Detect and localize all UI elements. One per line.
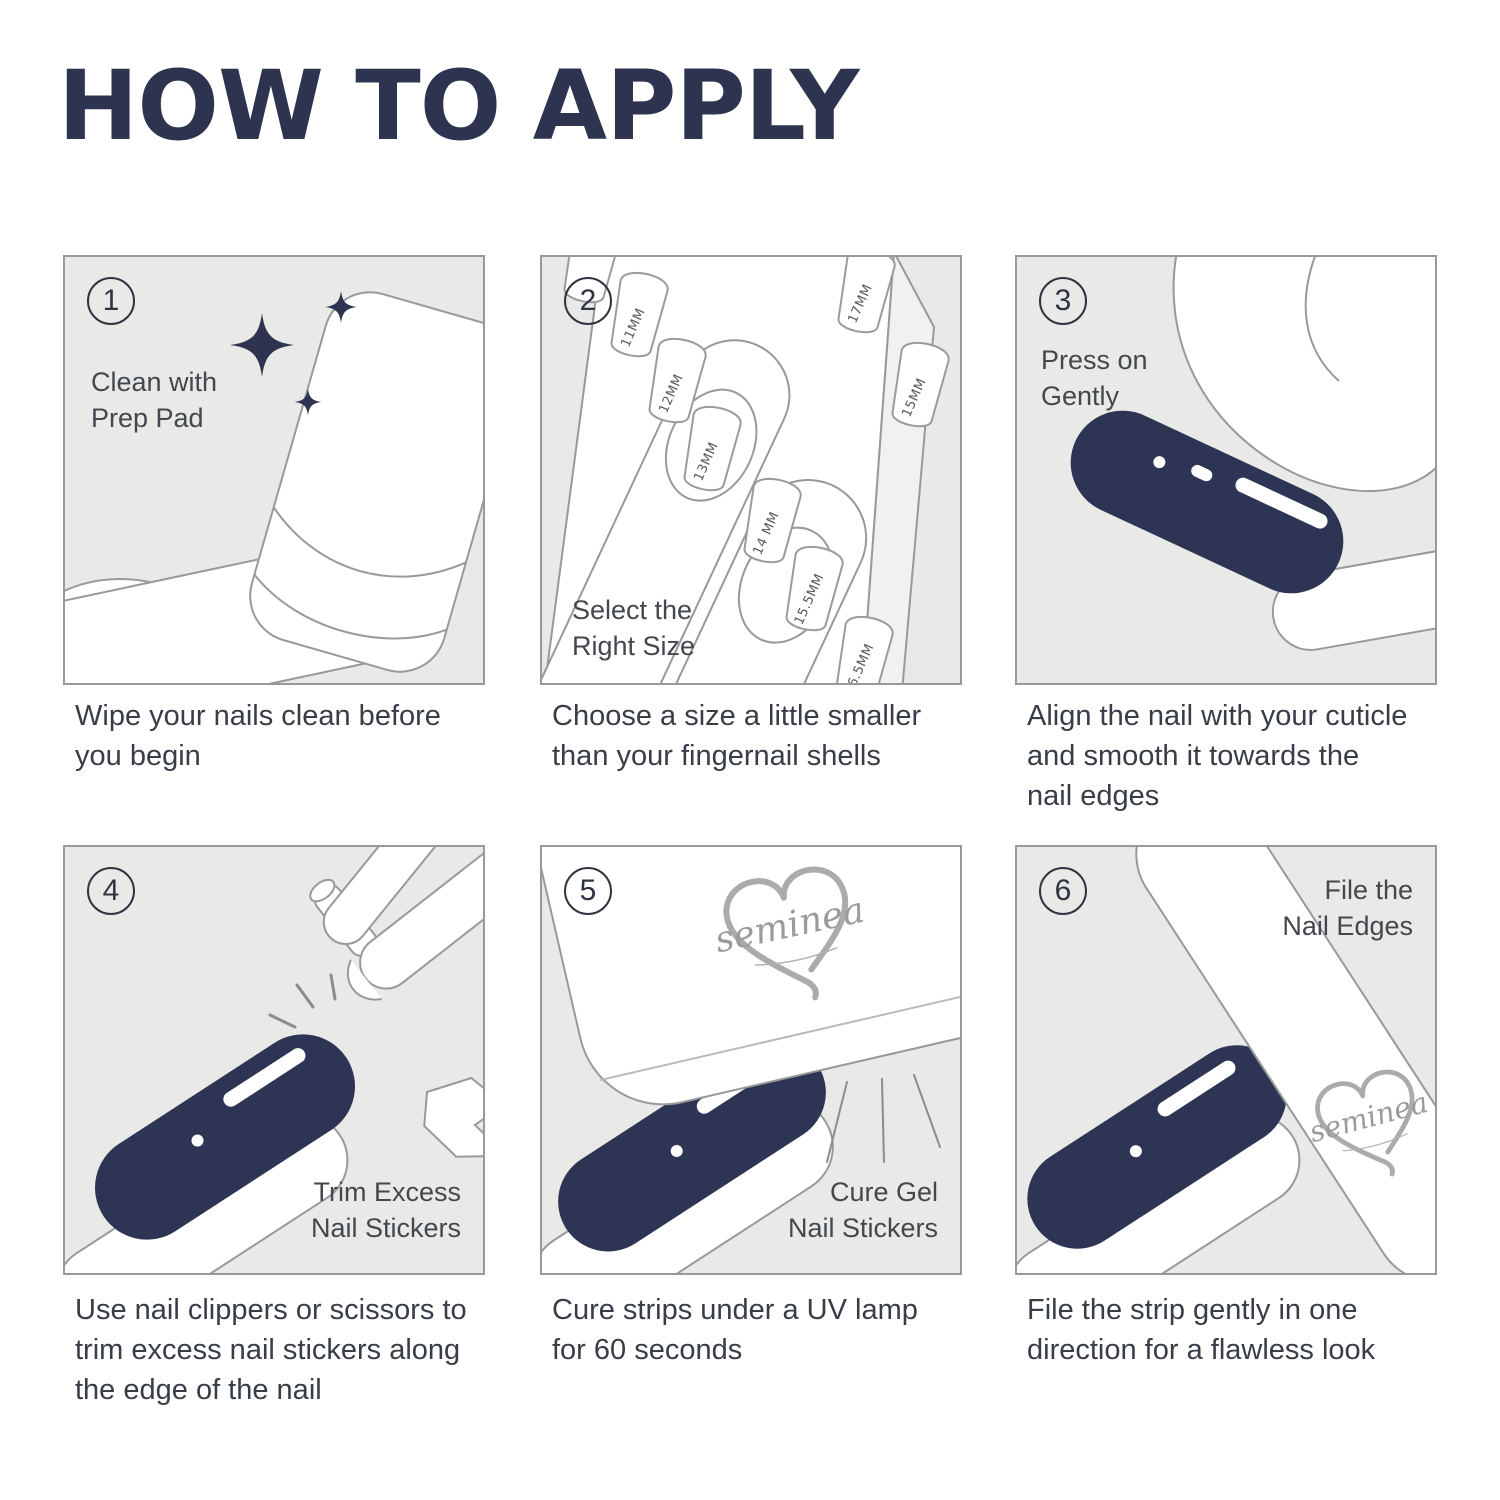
step-2-illustration: 11MM 12MM 13MM 14 MM 15.5MM 16.5MM [542,257,953,683]
step-label: Clean with Prep Pad [91,367,218,433]
nail-file-illustration [1135,847,1435,1273]
step-number: 5 [564,867,612,915]
size-sticker: 16.5MM [829,612,897,683]
light-rays [826,1074,941,1163]
trimmed-piece [423,1076,483,1158]
logo-tagline-squiggle [755,946,838,966]
nail-sticker-illustration [1027,1045,1287,1249]
nail-sticker-illustration [1070,410,1344,594]
step-6-illustration: seminea [1017,847,1435,1273]
size-sticker: 11MM [604,268,672,362]
step-panel-1: 1 Clean with Prep Pad [63,255,485,685]
step-label: Press on Gently [1041,345,1148,411]
step-caption: Use nail clippers or scissors to trim ex… [75,1294,467,1407]
step-caption: Align the nail with your cuticle and smo… [1027,700,1408,813]
size-sticker: 15.5MM [779,542,847,636]
step-1-illustration [65,291,483,683]
heart-icon [1360,1069,1415,1155]
nail-clipper-illustration [309,847,483,1001]
step-3-illustration [1070,257,1435,651]
page-title: HOW TO APPLY [58,50,860,162]
size-sticker: 13MM [677,402,745,496]
heart-icon [723,878,819,1001]
step-caption: File the strip gently in one direction f… [1027,1294,1376,1367]
step-4-illustration [65,847,483,1273]
thumb-illustration [1172,257,1435,493]
step-number: 3 [1039,277,1087,325]
step-panel-3: 3 Press on Gently [1015,255,1437,685]
step-caption: Cure strips under a UV lamp for 60 secon… [552,1294,918,1367]
step-label: Trim Excess Nail Stickers [310,1177,461,1243]
heart-icon [1315,1081,1395,1177]
step-caption: Choose a size a little smaller than your… [552,700,922,773]
clipper-lever [322,847,471,945]
size-sticker: 12MM [642,334,710,428]
step-number: 4 [87,867,135,915]
step-label: Select the Right Size [572,595,696,661]
step-panel-5: seminea 5 Cure Gel Nail Stickers [540,845,962,1275]
prep-pad-illustration [249,291,483,673]
size-sticker: 14 MM [737,474,805,568]
step-panel-4: 4 Trim Excess Nail Stickers [63,845,485,1275]
nail-sticker-illustration [95,1034,355,1240]
step-panel-6: seminea 6 File the Nail Edges [1015,845,1437,1275]
step-5-illustration: seminea [542,847,960,1273]
heart-icon [780,866,849,973]
step-number: 2 [564,277,612,325]
step-number: 1 [87,277,135,325]
spark-lines [268,973,337,1029]
size-sticker: 15MM [885,338,953,432]
uv-lamp-illustration [542,847,960,1106]
step-label: File the Nail Edges [1282,875,1413,941]
step-panel-2: 11MM 12MM 13MM 14 MM 15.5MM 16.5MM [540,255,962,685]
step-caption: Wipe your nails clean before you begin [75,700,441,773]
step-label: Cure Gel Nail Stickers [787,1177,938,1243]
clipper-jaw [346,959,382,1001]
logo-tagline-squiggle [1342,1132,1408,1152]
step-number: 6 [1039,867,1087,915]
size-sticker: 17MM [831,257,899,338]
